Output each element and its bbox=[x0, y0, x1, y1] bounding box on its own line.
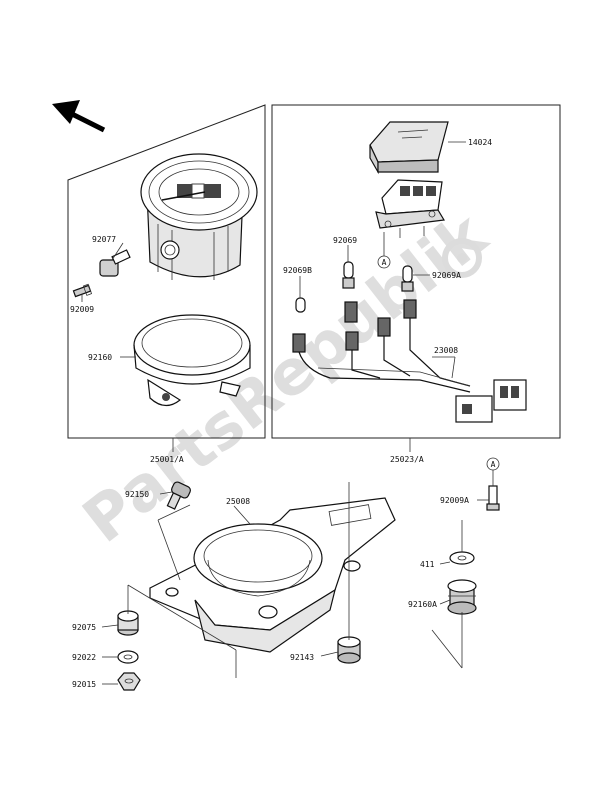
indicator-panel bbox=[375, 179, 445, 238]
label-92077: 92077 bbox=[92, 235, 116, 244]
callout-a-upper: A bbox=[377, 232, 391, 269]
label-92009: 92009 bbox=[70, 305, 94, 314]
label-25001: 25001/A bbox=[150, 455, 184, 464]
label-92160A: 92160A bbox=[408, 600, 437, 609]
bulb-92069 bbox=[342, 261, 355, 289]
label-25023: 25023/A bbox=[390, 455, 424, 464]
meter-bracket bbox=[149, 497, 396, 653]
washer-92022 bbox=[117, 650, 139, 664]
washer-411 bbox=[449, 551, 475, 565]
grommet-92160A bbox=[447, 579, 477, 615]
label-92015: 92015 bbox=[72, 680, 96, 689]
watermark-gear-icon bbox=[442, 238, 482, 278]
label-92009A: 92009A bbox=[440, 496, 469, 505]
collar-92143 bbox=[337, 636, 361, 664]
meter-assembly-box bbox=[67, 104, 266, 439]
damper-92075 bbox=[117, 610, 139, 636]
svg-text:A: A bbox=[491, 460, 496, 469]
speedometer-meter bbox=[140, 153, 258, 280]
label-25008: 25008 bbox=[226, 497, 250, 506]
label-92150: 92150 bbox=[125, 490, 149, 499]
bulb-92069B bbox=[295, 297, 306, 313]
screw-92009A: A bbox=[486, 457, 500, 511]
indicator-assembly-box bbox=[271, 104, 561, 439]
svg-text:A: A bbox=[382, 258, 387, 267]
direction-arrow-icon bbox=[52, 100, 106, 133]
label-92143: 92143 bbox=[290, 653, 314, 662]
label-92160: 92160 bbox=[88, 353, 112, 362]
indicator-housing bbox=[369, 121, 449, 175]
meter-cover bbox=[133, 314, 251, 407]
part-labels: 92077 92009 92160 25001/A 14024 92069 92… bbox=[70, 138, 492, 689]
label-14024: 14024 bbox=[468, 138, 492, 147]
trip-reset-knob bbox=[99, 249, 131, 277]
label-23008: 23008 bbox=[434, 346, 458, 355]
screw-92009 bbox=[72, 283, 93, 298]
leader-lines bbox=[81, 141, 489, 685]
wiring-harness bbox=[292, 299, 527, 423]
label-411: 411 bbox=[420, 560, 435, 569]
nut-92015 bbox=[117, 672, 141, 691]
label-92069B: 92069B bbox=[283, 266, 312, 275]
bolt-92150 bbox=[166, 481, 191, 510]
bulb-92069A bbox=[401, 265, 414, 292]
label-92069A: 92069A bbox=[432, 271, 461, 280]
label-92022: 92022 bbox=[72, 653, 96, 662]
label-92075: 92075 bbox=[72, 623, 96, 632]
label-92069: 92069 bbox=[333, 236, 357, 245]
